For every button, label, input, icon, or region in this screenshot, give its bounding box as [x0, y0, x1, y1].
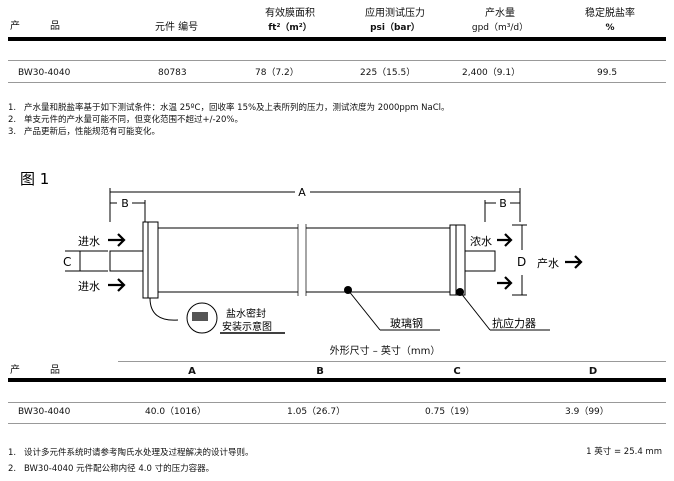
note-text: 设计多元件系统时请参考陶氏水处理及过程解决的设计导则。: [24, 448, 254, 458]
right-permeate-tube: [464, 250, 496, 272]
row-rule: [8, 402, 666, 403]
note-number: 2.: [8, 115, 17, 125]
header-area-unit: ft²（m²）: [268, 23, 312, 33]
header-d: D: [588, 366, 598, 377]
header-b: B: [316, 366, 324, 377]
left-permeate-tube: [109, 250, 144, 272]
feed-arrow-icon: [108, 278, 126, 292]
header-c: C: [453, 366, 461, 377]
fiberglass-label: 玻璃钢: [390, 316, 423, 330]
seal-label: 安装示意图: [222, 320, 272, 333]
row-rule: [8, 60, 666, 61]
header-element-number: 元件 编号: [155, 22, 199, 33]
note-number: 3.: [8, 127, 17, 137]
permeate-label: 产水: [537, 256, 559, 270]
cell-b: 1.05（26.7）: [287, 407, 346, 417]
header-pressure-unit: psi（bar）: [370, 23, 420, 33]
cell-d: 3.9（99）: [565, 407, 609, 417]
row-bottom-rule: [8, 82, 666, 83]
seal-label: 盐水密封: [226, 307, 266, 320]
atd-marker: [456, 288, 464, 296]
title-rule: [118, 361, 666, 362]
cell-c: 0.75（19）: [425, 407, 475, 417]
cell-a: 40.0（1016）: [145, 407, 206, 417]
dim-a-label: A: [298, 186, 306, 199]
dim-c-label: C: [63, 255, 71, 269]
permeate-arrow-icon: [565, 255, 583, 269]
fiberglass-marker: [344, 286, 352, 294]
right-endcap: [449, 224, 466, 296]
feed-label: 进水: [78, 235, 100, 248]
cell-product: BW30-4040: [18, 68, 71, 78]
note-text: 产水量和脱盐率基于如下测试条件：水温 25ºC，回收率 15%及上表所列的压力，…: [24, 103, 450, 113]
note-number: 1.: [8, 103, 17, 113]
figure-title: 图 1: [20, 170, 49, 188]
dim-d-label: D: [517, 255, 526, 269]
cell-area: 78（7.2）: [255, 68, 299, 78]
header-rule: [8, 37, 666, 41]
spec-note: 2. 单支元件的产水量可能不同，但变化范围不超过+/-20%。: [8, 113, 243, 125]
note-text: 单支元件的产水量可能不同，但变化范围不超过+/-20%。: [24, 115, 243, 125]
concentrate-arrow-icon: [497, 233, 513, 247]
dim-b-label: B: [499, 197, 507, 210]
flow-arrows: [108, 233, 583, 292]
break-mark: [298, 224, 306, 296]
header-rule: [8, 378, 666, 382]
feed-arrow-icon: [108, 233, 126, 247]
unit-conversion: 1 英寸 = 25.4 mm: [586, 447, 662, 457]
header-flow: 产水量: [485, 8, 515, 19]
anti-telescoping-label: 抗应力器: [492, 316, 536, 330]
cell-rejection: 99.5: [597, 68, 618, 78]
note-text: 产品更新后，性能规范有可能变化。: [24, 127, 161, 137]
row-bottom-rule: [8, 423, 666, 424]
header-rejection: 稳定脱盐率: [585, 8, 635, 19]
header-flow-unit: gpd（m³/d）: [471, 23, 529, 33]
concentrate-label: 浓水: [470, 235, 492, 248]
header-product: 产 品: [10, 21, 60, 32]
spec-note: 3. 产品更新后，性能规范有可能变化。: [8, 125, 160, 137]
spec-note: 1. 产水量和脱盐率基于如下测试条件：水温 25ºC，回收率 15%及上表所列的压…: [8, 101, 450, 113]
note-text: BW30-4040 元件配公称内径 4.0 寸的压力容器。: [24, 464, 215, 474]
header-rejection-unit: %: [605, 23, 615, 33]
cell-flow: 2,400（9.1）: [462, 68, 521, 78]
header-a: A: [188, 366, 196, 377]
dim-note: 2. BW30-4040 元件配公称内径 4.0 寸的压力容器。: [8, 462, 214, 474]
dimensions-title: 外形尺寸 – 英寸（mm）: [329, 346, 441, 357]
dim-b-label: B: [121, 197, 129, 210]
concentrate-arrow-icon: [497, 276, 513, 290]
cell-pressure: 225（15.5）: [360, 68, 416, 78]
cell-element-number: 80783: [158, 68, 187, 78]
feed-label: 进水: [78, 280, 100, 293]
header-product: 产 品: [10, 365, 60, 376]
note-number: 1.: [8, 448, 17, 458]
note-number: 2.: [8, 464, 17, 474]
cell-product: BW30-4040: [18, 407, 71, 417]
header-area: 有效膜面积: [265, 8, 315, 19]
header-pressure: 应用测试压力: [365, 8, 425, 19]
dim-note: 1. 设计多元件系统时请参考陶氏水处理及过程解决的设计导则。: [8, 446, 254, 458]
seal-leader: [149, 297, 179, 321]
left-endcap: [142, 221, 159, 299]
seal-inset-icon: [186, 302, 218, 334]
